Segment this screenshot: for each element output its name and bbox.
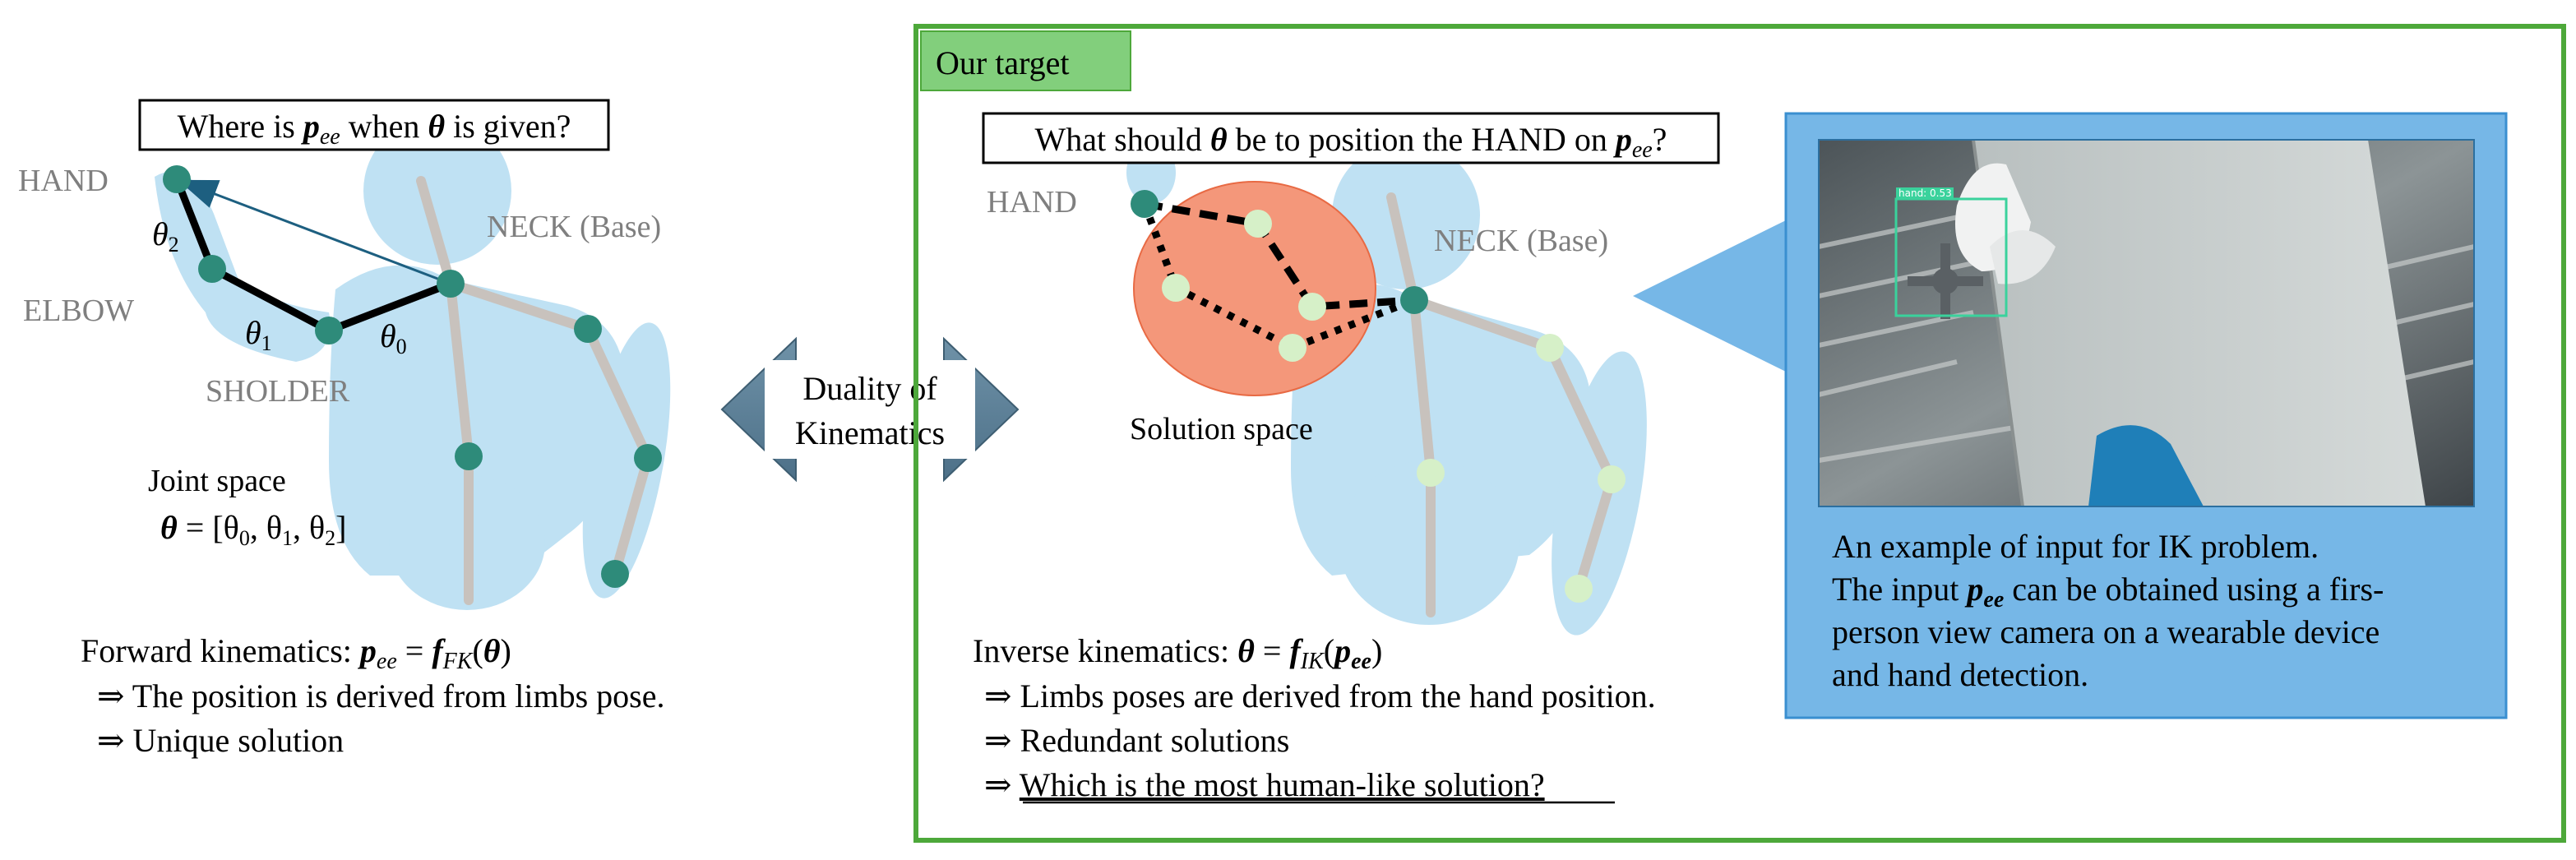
- left-question-box: [138, 99, 610, 151]
- right-neck-joint: [1400, 286, 1428, 314]
- left-body-silhouette: [155, 117, 671, 610]
- target-frame: [913, 24, 2566, 843]
- joint-space-title: Joint space: [148, 464, 286, 498]
- callout-line2: The input pee can be obtained using a fi…: [1832, 571, 2384, 613]
- left-elbow-label: ELBOW: [23, 294, 134, 328]
- solution-space-region: [1133, 181, 1376, 396]
- right-skeleton: [1386, 192, 1616, 617]
- left-right-shoulder-joint: [574, 315, 602, 343]
- left-right-elbow-joint: [634, 444, 662, 472]
- right-right-hand-joint: [1565, 575, 1593, 603]
- fk-equation: Forward kinematics: pee = fFK(θ): [81, 632, 511, 674]
- left-pee-arrow: [178, 179, 451, 285]
- duality-arrow: Duality of Kinematics: [720, 336, 1020, 483]
- theta1-label: θ1: [245, 314, 272, 355]
- left-hand-joint: [163, 165, 191, 193]
- ik-solution-dotted: [1140, 202, 1416, 352]
- left-hip-joint: [455, 442, 483, 470]
- callout-line4: and hand detection.: [1832, 656, 2088, 693]
- callout-line1: An example of input for IK problem.: [1832, 528, 2319, 565]
- left-figure: Where is pee when θ is given? HAND ELBOW…: [18, 99, 671, 759]
- candidate-elbow-b: [1162, 274, 1190, 302]
- left-neck-label: NECK (Base): [487, 210, 661, 244]
- right-question: What should θ be to position the HAND on…: [1035, 121, 1667, 163]
- first-person-camera-image: hand: 0.53: [1818, 139, 2475, 507]
- right-panel: Our target: [913, 24, 2566, 843]
- left-neck-joint: [437, 270, 465, 298]
- fk-line1: ⇒ The position is derived from limbs pos…: [97, 677, 665, 714]
- theta2-label: θ2: [152, 215, 179, 257]
- left-hand-label: HAND: [18, 164, 109, 198]
- left-sholder-label: SHOLDER: [206, 374, 350, 409]
- left-shoulder-joint: [315, 317, 343, 344]
- callout-pointer: [1633, 220, 1786, 372]
- right-hand-label: HAND: [987, 185, 1077, 220]
- right-hand-joint: [1131, 190, 1159, 218]
- theta0-label: θ0: [380, 317, 407, 358]
- left-skeleton: [416, 176, 653, 605]
- right-right-shoulder-joint: [1536, 334, 1564, 362]
- left-right-hand-joint: [601, 560, 629, 588]
- ik-solution-dashed: [1144, 200, 1415, 311]
- candidate-shoulder-b: [1279, 334, 1306, 362]
- right-hip-joint: [1417, 459, 1445, 487]
- ik-line3: ⇒ Which is the most human-like solution?: [984, 766, 1545, 803]
- left-question: Where is pee when θ is given?: [178, 108, 571, 150]
- hand-detection-label: hand: 0.53: [1898, 187, 1952, 199]
- right-question-box: [982, 112, 1720, 164]
- right-joints: [1131, 190, 1626, 603]
- target-tag: [920, 30, 1131, 91]
- left-elbow-joint: [198, 255, 226, 283]
- target-tag-label: Our target: [936, 44, 1070, 81]
- candidate-shoulder-a: [1298, 293, 1326, 321]
- candidate-elbow-a: [1244, 210, 1272, 238]
- ik-line2: ⇒ Redundant solutions: [984, 722, 1289, 759]
- left-arm-chain: [173, 178, 452, 335]
- solution-space-label: Solution space: [1130, 412, 1313, 446]
- right-neck-label: NECK (Base): [1434, 224, 1608, 258]
- ik-line1: ⇒ Limbs poses are derived from the hand …: [984, 677, 1656, 714]
- fk-line2: ⇒ Unique solution: [97, 722, 344, 759]
- duality-line2: Kinematics: [795, 414, 945, 451]
- right-right-elbow-joint: [1598, 465, 1626, 493]
- ik-equation: Inverse kinematics: θ = fIK(pee): [973, 632, 1382, 674]
- left-joints: [163, 165, 662, 588]
- joint-space-equation: θ = [θ0, θ1, θ2]: [160, 509, 346, 550]
- callout-line3: person view camera on a wearable device: [1832, 613, 2379, 650]
